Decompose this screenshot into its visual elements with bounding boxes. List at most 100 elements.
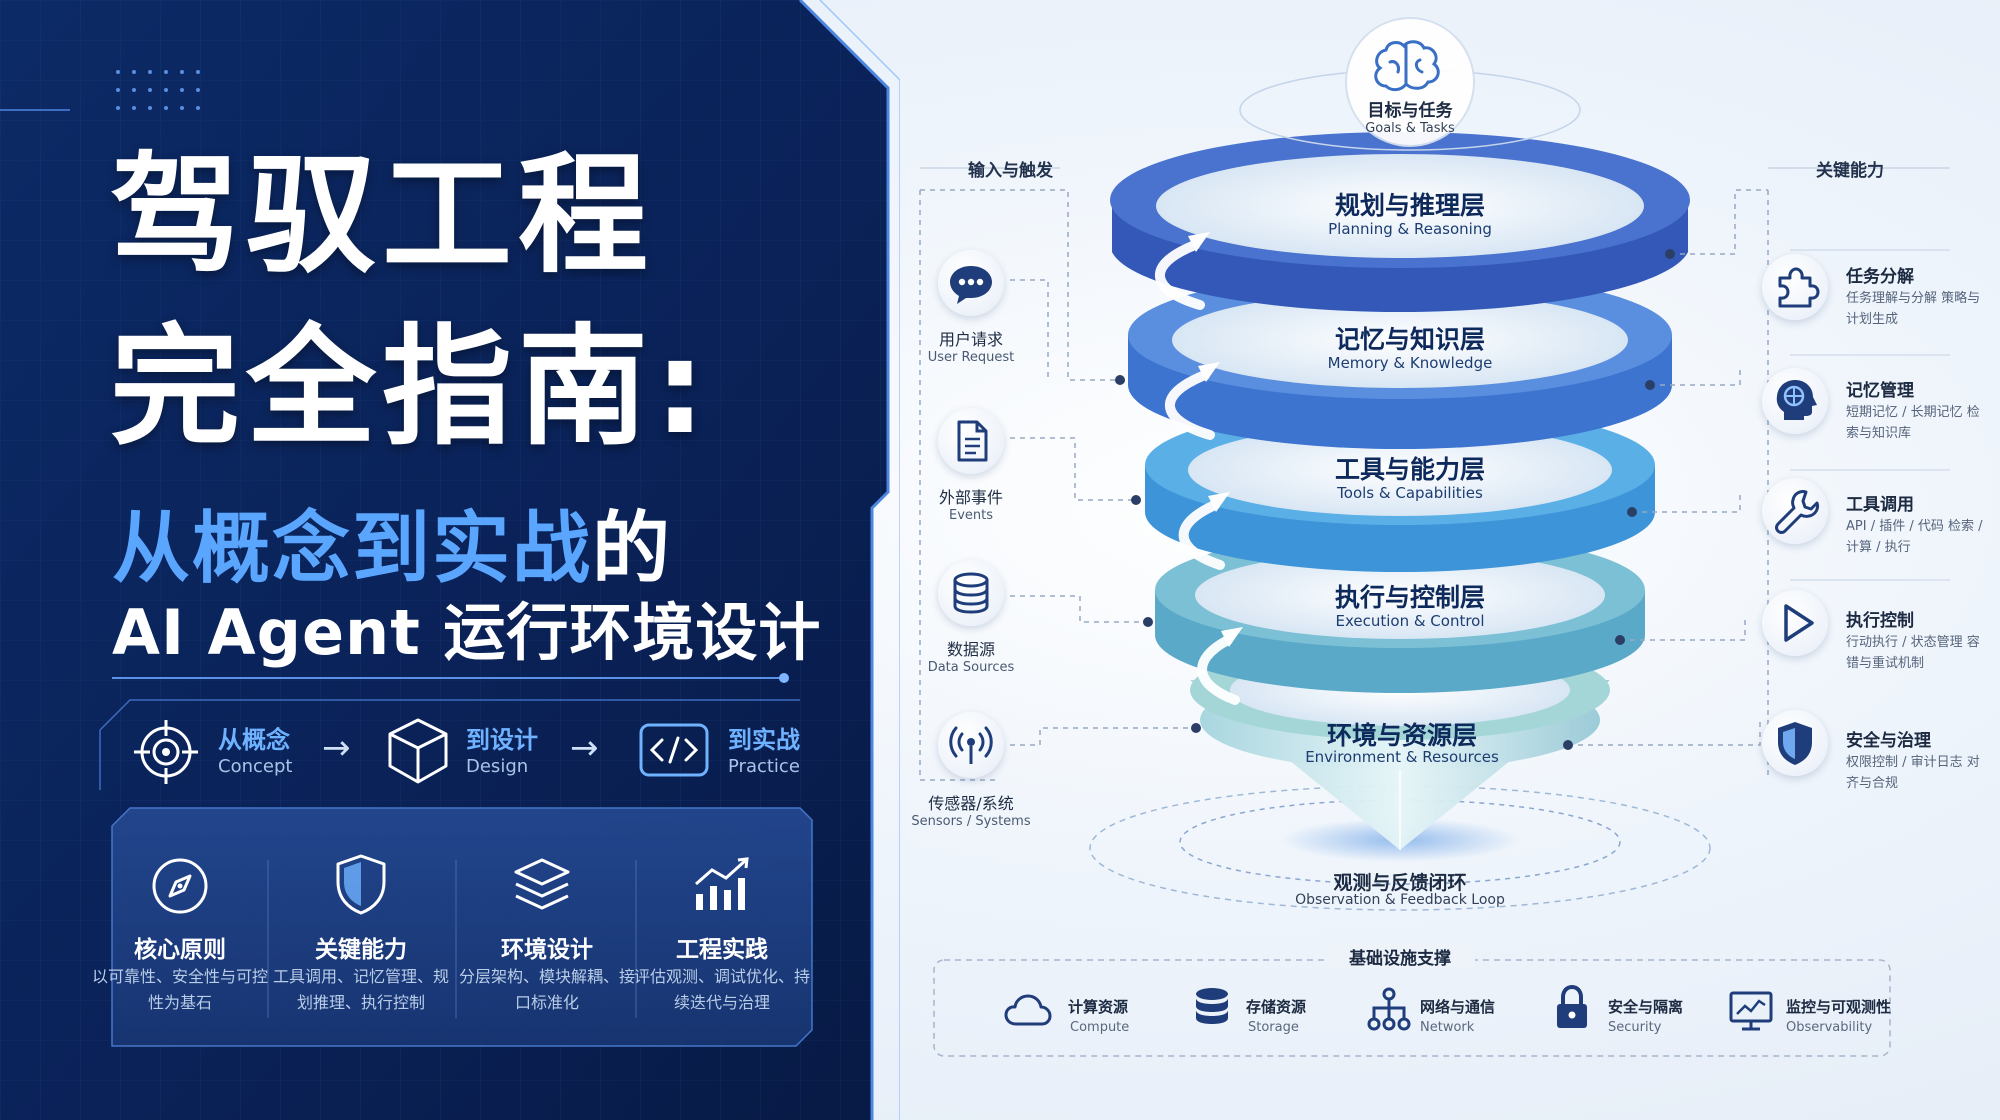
infra-observability-zh: 监控与可观测性 [1786, 998, 1892, 1016]
antenna-icon [949, 726, 993, 764]
input-user-request [938, 250, 1004, 316]
card-principles-title: 核心原则 [134, 937, 226, 963]
infra-security-en: Security [1608, 1020, 1662, 1035]
flow-concept-en: Concept [218, 756, 293, 777]
flow-design-zh: 到设计 [466, 726, 538, 754]
capability-tools [1762, 478, 1828, 544]
layer-memory-zh: 记忆与知识层 [1334, 325, 1485, 354]
card-practice-desc: 评估观测、调试优化、持续迭代与治理 [633, 967, 810, 1012]
layer-execution-en: Execution & Control [1335, 612, 1485, 630]
card-practice-title: 工程实践 [676, 937, 768, 963]
subtitle-particle: 的 [592, 504, 671, 594]
layer-planning [1110, 132, 1690, 313]
flow-arrow-1: → [322, 728, 351, 768]
code-icon [639, 723, 709, 777]
capability-task-decomposition [1762, 254, 1828, 320]
card-environment-title: 环境设计 [501, 937, 593, 963]
infra-security-zh: 安全与隔离 [1608, 998, 1684, 1016]
input-data-sources-en: Data Sources [927, 660, 1015, 675]
flow-practice-zh: 到实战 [728, 726, 800, 754]
input-data-sources [938, 560, 1004, 626]
storage-icon [1196, 988, 1228, 1024]
capability-memory-desc: 短期记忆 / 长期记忆 检索与知识库 [1846, 405, 1980, 441]
feedback-loop-en: Observation & Feedback Loop [1295, 892, 1505, 908]
target-icon [134, 720, 198, 784]
capability-memory-title: 记忆管理 [1846, 381, 1914, 401]
flow-concept-zh: 从概念 [218, 726, 290, 754]
document-icon [957, 420, 988, 462]
layer-environment-en: Environment & Resources [1305, 748, 1499, 766]
inputs-title: 输入与触发 [968, 161, 1053, 181]
layer-environment-zh: 环境与资源层 [1326, 721, 1477, 750]
cube-icon [388, 718, 448, 784]
card-capabilities-title: 关键能力 [315, 937, 407, 963]
flow-arrows [1155, 240, 1240, 705]
input-connectors [919, 189, 1196, 781]
layer-planning-en: Planning & Reasoning [1328, 220, 1492, 238]
input-sensors [938, 712, 1004, 778]
infrastructure-title: 基础设施支撑 [1325, 944, 1475, 969]
card-environment-desc: 分层架构、模块解耦、接口标准化 [458, 967, 635, 1012]
infra-compute-zh: 计算资源 [1068, 998, 1129, 1016]
network-icon [1367, 987, 1411, 1031]
capability-connectors [1568, 189, 1769, 780]
input-sensors-en: Sensors / Systems [911, 814, 1031, 829]
card-capabilities-desc: 工具调用、记忆管理、规划推理、执行控制 [272, 967, 449, 1012]
layer-execution-zh: 执行与控制层 [1334, 583, 1485, 612]
left-panel: 驾驭工程 完全指南: 从概念到实战的 AI Agent 运行环境设计 从概念 C… [0, 0, 900, 1120]
infra-observability-en: Observability [1786, 1020, 1873, 1035]
infra-network-zh: 网络与通信 [1420, 998, 1496, 1016]
capability-task-desc: 任务理解与分解 策略与计划生成 [1846, 291, 1981, 327]
card-principles-desc: 以可靠性、安全性与可控性为基石 [91, 967, 268, 1012]
wrench-icon [1775, 490, 1819, 534]
lock-icon [1557, 984, 1587, 1028]
input-connector-dots [1115, 375, 1201, 733]
capability-security-title: 安全与治理 [1846, 731, 1931, 751]
monitor-icon [1729, 991, 1773, 1031]
title-line-2: 完全指南: [110, 311, 712, 463]
play-icon [1784, 604, 1814, 642]
title-line-1: 驾驭工程 [110, 139, 655, 291]
left-panel-background [0, 0, 900, 1120]
input-user-request-zh: 用户请求 [938, 330, 1003, 349]
infra-compute-en: Compute [1070, 1020, 1130, 1035]
layer-diagram [919, 17, 1950, 1057]
capability-execution [1762, 590, 1828, 656]
capability-execution-desc: 行动执行 / 状态管理 容错与重试机制 [1846, 635, 1980, 671]
infra-network-en: Network [1420, 1020, 1475, 1035]
input-user-request-en: User Request [927, 350, 1015, 365]
capability-dividers [1790, 249, 1950, 581]
input-events [938, 408, 1004, 474]
capability-tools-title: 工具调用 [1846, 495, 1914, 515]
infra-storage-zh: 存储资源 [1246, 998, 1307, 1016]
database-icon [953, 572, 989, 614]
flow-arrow-2: → [570, 728, 599, 768]
chart-icon [695, 857, 749, 910]
cloud-icon [1004, 994, 1052, 1026]
input-data-sources-zh: 数据源 [946, 640, 995, 659]
goals-title: 目标与任务 [1367, 101, 1453, 121]
capability-tools-desc: API / 插件 / 代码 检索 / 计算 / 执行 [1846, 519, 1983, 555]
shield-icon [1778, 722, 1812, 765]
layer-tools-zh: 工具与能力层 [1334, 455, 1485, 484]
input-events-en: Events [948, 508, 993, 523]
capabilities-title: 关键能力 [1816, 161, 1884, 181]
subtitle-line-2: AI Agent 运行环境设计 [112, 596, 822, 669]
flow-design-en: Design [466, 756, 529, 777]
layers-icon [514, 858, 570, 910]
feedback-loop-ring [1089, 785, 1711, 911]
layer-tools-en: Tools & Capabilities [1337, 484, 1483, 502]
subtitle-line-1: 从概念到实战的 [112, 486, 670, 598]
head-brain-icon [1776, 380, 1817, 420]
capability-memory [1762, 368, 1828, 434]
input-sensors-zh: 传感器/系统 [928, 794, 1014, 813]
capability-security [1762, 710, 1828, 776]
flow-practice-en: Practice [728, 756, 800, 777]
subtitle-highlight: 从概念到实战 [112, 504, 593, 594]
infra-storage-en: Storage [1248, 1020, 1299, 1035]
capability-connector-dots [1563, 249, 1675, 750]
puzzle-icon [1778, 267, 1820, 308]
capability-execution-title: 执行控制 [1846, 611, 1914, 631]
goals-subtitle: Goals & Tasks [1365, 121, 1455, 136]
